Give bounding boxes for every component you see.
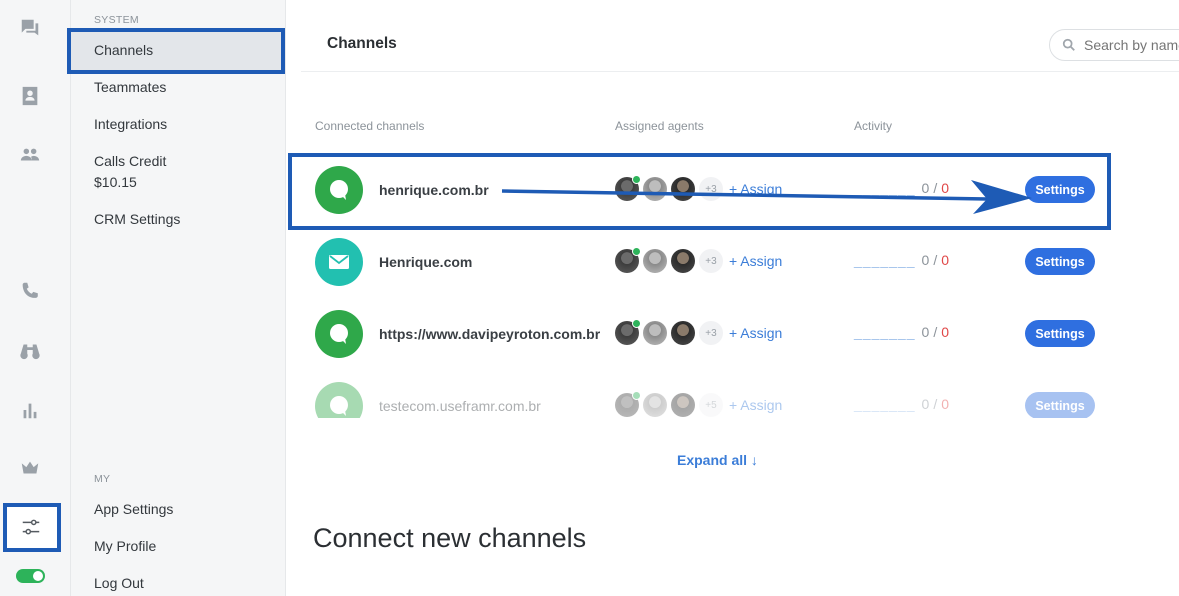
activity-count: 0 — [921, 396, 930, 412]
activity-alert-count: 0 — [941, 324, 949, 340]
system-section-label: SYSTEM — [94, 14, 139, 26]
activity-alert-count: 0 — [941, 180, 949, 196]
agent-avatar — [643, 321, 667, 345]
more-agents-badge: +5 — [699, 393, 723, 417]
agent-avatar — [671, 393, 695, 417]
sidebar-item-crm-settings[interactable]: CRM Settings — [94, 211, 181, 227]
settings-sliders-icon[interactable] — [19, 515, 43, 539]
sidebar-item-app-settings[interactable]: App Settings — [94, 501, 174, 517]
assign-link[interactable]: + Assign — [729, 253, 783, 269]
page-title: Channels — [327, 35, 397, 52]
crown-icon[interactable] — [18, 456, 42, 480]
sidebar-item-my-profile[interactable]: My Profile — [94, 538, 157, 554]
activity-count: 0 — [921, 324, 930, 340]
contacts-icon[interactable] — [18, 84, 42, 108]
agent-avatar — [643, 393, 667, 417]
settings-button[interactable]: Settings — [1025, 176, 1095, 203]
agent-avatar — [671, 321, 695, 345]
sidebar-item-integrations[interactable]: Integrations — [94, 116, 168, 132]
icon-rail — [0, 0, 71, 596]
agent-avatar — [671, 177, 695, 201]
online-indicator — [632, 175, 641, 184]
channel-row: testecom.useframr.com.br +5 + Assign ___… — [287, 370, 1179, 418]
assign-link[interactable]: + Assign — [729, 181, 783, 197]
binoculars-icon[interactable] — [18, 338, 42, 362]
assigned-agents: +3 + Assign — [615, 319, 783, 345]
assigned-agents: +3 + Assign — [615, 247, 783, 273]
settings-button[interactable]: Settings — [1025, 248, 1095, 275]
activity-sparkline: _______ — [854, 180, 916, 196]
search-input[interactable] — [1084, 37, 1179, 53]
activity-stat: _______ 0 / 0 — [854, 396, 949, 412]
channel-name[interactable]: Henrique.com — [379, 254, 473, 270]
assign-link[interactable]: + Assign — [729, 397, 783, 413]
sidebar-item-channels[interactable]: Channels — [94, 42, 154, 58]
activity-alert-count: 0 — [941, 252, 949, 268]
more-agents-badge: +3 — [699, 177, 723, 201]
chat-icon[interactable] — [18, 16, 42, 40]
activity-separator: / — [933, 180, 938, 196]
assign-link[interactable]: + Assign — [729, 325, 783, 341]
calls-credit-amount: $10.15 — [94, 174, 137, 190]
activity-alert-count: 0 — [941, 396, 949, 412]
channel-name[interactable]: testecom.useframr.com.br — [379, 398, 541, 414]
channel-name[interactable]: henrique.com.br — [379, 182, 489, 198]
agent-avatar — [615, 319, 641, 345]
activity-stat: _______ 0 / 0 — [854, 324, 949, 340]
column-header-connected-channels: Connected channels — [315, 119, 425, 133]
more-agents-badge: +3 — [699, 249, 723, 273]
search-icon — [1062, 38, 1075, 51]
activity-separator: / — [933, 252, 938, 268]
header-divider — [301, 71, 1179, 72]
settings-button[interactable]: Settings — [1025, 320, 1095, 347]
channel-name[interactable]: https://www.davipeyroton.com.br — [379, 326, 601, 342]
channel-row: Henrique.com +3 + Assign _______ 0 / 0 S… — [287, 226, 1179, 298]
sidebar-item-teammates[interactable]: Teammates — [94, 79, 167, 95]
reports-icon[interactable] — [18, 398, 42, 422]
agent-avatar — [615, 247, 641, 273]
channel-row: https://www.davipeyroton.com.br +3 + Ass… — [287, 298, 1179, 370]
online-indicator — [632, 319, 641, 328]
activity-sparkline: _______ — [854, 252, 916, 268]
activity-stat: _______ 0 / 0 — [854, 180, 949, 196]
agent-avatar — [671, 249, 695, 273]
channels-active-highlight — [67, 28, 285, 74]
agent-avatar — [615, 175, 641, 201]
sidebar-item-log-out[interactable]: Log Out — [94, 575, 144, 591]
agent-avatar — [643, 249, 667, 273]
column-header-assigned-agents: Assigned agents — [615, 119, 704, 133]
column-header-activity: Activity — [854, 119, 893, 133]
activity-count: 0 — [921, 252, 930, 268]
search-box[interactable] — [1049, 29, 1179, 61]
chat-channel-icon — [315, 382, 363, 418]
activity-separator: / — [933, 396, 938, 412]
more-agents-badge: +3 — [699, 321, 723, 345]
phone-icon[interactable] — [18, 279, 42, 303]
activity-sparkline: _______ — [854, 396, 916, 412]
settings-sidebar: SYSTEM Channels Teammates Integrations C… — [67, 0, 286, 596]
activity-stat: _______ 0 / 0 — [854, 252, 949, 268]
settings-nav-highlight — [3, 503, 61, 552]
assigned-agents: +5 + Assign — [615, 391, 783, 417]
sidebar-item-calls-credit[interactable]: Calls Credit — [94, 153, 167, 169]
settings-button[interactable]: Settings — [1025, 392, 1095, 418]
activity-separator: / — [933, 324, 938, 340]
team-icon[interactable] — [18, 143, 42, 167]
agent-avatar — [615, 391, 641, 417]
online-indicator — [632, 247, 641, 256]
my-section-label: MY — [94, 473, 111, 485]
main-content: Channels Connected channels Assigned age… — [287, 0, 1179, 596]
agent-avatar — [643, 177, 667, 201]
status-toggle[interactable] — [16, 569, 45, 583]
activity-count: 0 — [921, 180, 930, 196]
channel-row: henrique.com.br +3 + Assign _______ 0 / … — [287, 154, 1179, 226]
chat-channel-icon — [315, 166, 363, 214]
expand-all-link[interactable]: Expand all ↓ — [677, 452, 758, 468]
activity-sparkline: _______ — [854, 324, 916, 340]
email-channel-icon — [315, 238, 363, 286]
online-indicator — [632, 391, 641, 400]
assigned-agents: +3 + Assign — [615, 175, 783, 201]
connect-new-channels-heading: Connect new channels — [313, 523, 587, 553]
chat-channel-icon — [315, 310, 363, 358]
